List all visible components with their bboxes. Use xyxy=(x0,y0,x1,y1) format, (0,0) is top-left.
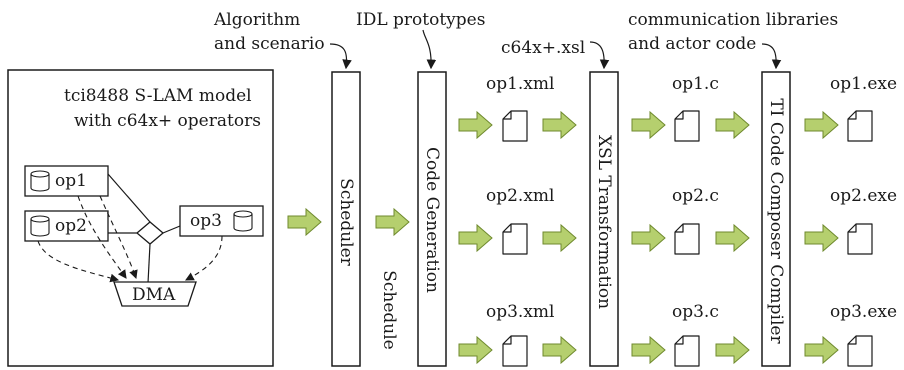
op1-label: op1 xyxy=(55,171,87,191)
xsl-label: c64x+.xsl xyxy=(501,38,586,58)
link-op3-switch xyxy=(162,225,181,234)
model-title-line2: with c64x+ operators xyxy=(74,111,261,131)
op2-label: op2 xyxy=(55,216,87,236)
libs-label-line2: and actor code xyxy=(628,34,757,54)
xslt-label: XSL Transformation xyxy=(594,134,614,310)
file-exe-2: op2.exe xyxy=(830,186,898,206)
scheduler-box xyxy=(331,71,361,367)
c-doc-icon-2 xyxy=(674,223,700,255)
exe-doc-icon-3 xyxy=(847,335,873,367)
c-doc-icon-3 xyxy=(674,335,700,367)
arrow-c-to-compiler-3 xyxy=(715,335,750,365)
arrow-codegen-to-xml-1 xyxy=(458,110,493,140)
file-c-3: op3.c xyxy=(672,302,719,322)
input-arrow-algorithm xyxy=(329,43,352,70)
compiler-label: TI Code Composer Compiler xyxy=(766,98,786,344)
arrow-compiler-to-exe-1 xyxy=(804,110,839,140)
input-arrow-libs xyxy=(761,43,782,70)
arrow-xml-to-xslt-1 xyxy=(542,110,577,140)
xml-doc-icon-3 xyxy=(502,335,528,367)
op2-node xyxy=(24,210,109,242)
compiler-box xyxy=(761,71,791,367)
arrow-codegen-to-xml-2 xyxy=(458,223,493,253)
link-op1-switch xyxy=(107,173,151,223)
scheduler-label: Scheduler xyxy=(336,178,356,266)
input-arrow-idl xyxy=(422,29,437,70)
dma-link-op2 xyxy=(37,240,120,283)
exe-doc-icon-2 xyxy=(847,223,873,255)
file-xml-1: op1.xml xyxy=(486,74,555,94)
dma-node xyxy=(113,281,197,307)
arrow-xslt-to-c-3 xyxy=(631,335,666,365)
memory-cylinder-icon xyxy=(233,210,253,232)
file-xml-3: op3.xml xyxy=(486,302,555,322)
file-c-1: op1.c xyxy=(672,74,719,94)
memory-cylinder-icon xyxy=(30,170,50,192)
arrow-compiler-to-exe-3 xyxy=(804,335,839,365)
libs-label-line1: communication libraries xyxy=(628,10,839,30)
dma-link-op1-b xyxy=(99,195,138,280)
arrow-c-to-compiler-2 xyxy=(715,223,750,253)
codegen-box xyxy=(417,71,447,367)
arrow-xml-to-xslt-2 xyxy=(542,223,577,253)
dma-link-op1 xyxy=(77,195,127,279)
dma-link-op3 xyxy=(185,235,223,281)
arrow-model-to-scheduler xyxy=(287,207,322,237)
arrow-scheduler-to-codegen xyxy=(375,207,410,237)
arrow-c-to-compiler-1 xyxy=(715,110,750,140)
idl-label: IDL prototypes xyxy=(356,10,486,30)
memory-cylinder-icon xyxy=(30,215,50,237)
file-exe-1: op1.exe xyxy=(830,74,898,94)
op3-label: op3 xyxy=(190,211,222,231)
exe-doc-icon-1 xyxy=(847,110,873,142)
op3-node xyxy=(179,205,264,237)
xml-doc-icon-2 xyxy=(502,223,528,255)
input-arrow-xsl xyxy=(589,41,610,70)
xslt-box xyxy=(589,71,619,367)
arrow-codegen-to-xml-3 xyxy=(458,335,493,365)
model-title-line1: tci8488 S-LAM model xyxy=(64,86,252,106)
op1-node xyxy=(24,165,109,197)
c-doc-icon-1 xyxy=(674,110,700,142)
file-exe-3: op3.exe xyxy=(830,302,898,322)
arrow-xslt-to-c-2 xyxy=(631,223,666,253)
codegen-label: Code Generation xyxy=(422,147,442,293)
algorithm-label-line2: and scenario xyxy=(214,34,325,54)
algorithm-label-line1: Algorithm xyxy=(214,10,301,30)
arrow-compiler-to-exe-2 xyxy=(804,223,839,253)
schedule-label: Schedule xyxy=(379,270,399,350)
arrow-xml-to-xslt-3 xyxy=(542,335,577,365)
xml-doc-icon-1 xyxy=(502,110,528,142)
file-c-2: op2.c xyxy=(672,186,719,206)
dma-label: DMA xyxy=(132,285,176,305)
link-switch-dma xyxy=(147,243,151,284)
file-xml-2: op2.xml xyxy=(486,186,555,206)
arrow-xslt-to-c-1 xyxy=(631,110,666,140)
